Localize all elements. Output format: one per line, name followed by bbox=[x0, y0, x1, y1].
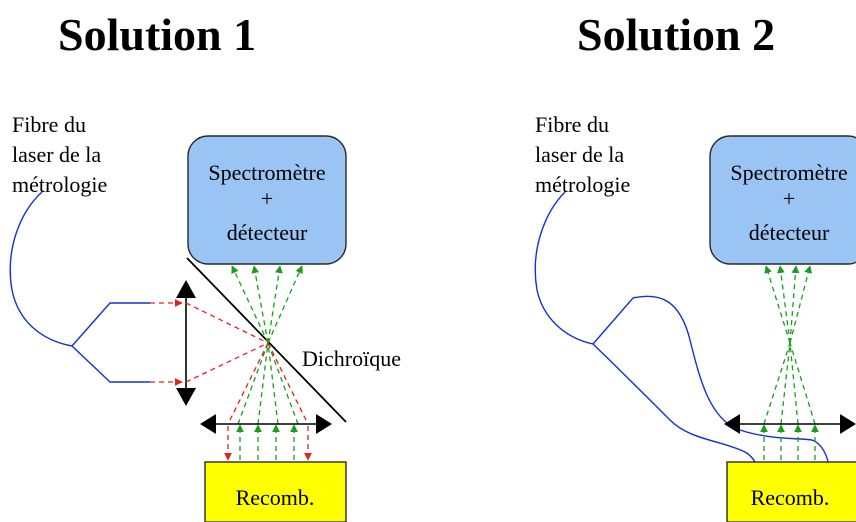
solution-2-title: Solution 2 bbox=[577, 9, 775, 60]
solution-2-fibre-label-line1: Fibre du bbox=[535, 112, 609, 137]
dichroic-label: Dichroïque bbox=[302, 346, 401, 371]
solution-1-spectrometer-label-line1: Spectromètre bbox=[208, 160, 325, 185]
solution-2-panel: Solution 2 Fibre du laser de la métrolog… bbox=[534, 9, 856, 522]
solution-2-spectrometer-box bbox=[709, 135, 856, 265]
solution-1-fibre-branch-bottom bbox=[71, 345, 150, 383]
solution-2-fibre-label-line3: métrologie bbox=[535, 172, 630, 197]
solution-1-recomb-label: Recomb. bbox=[236, 485, 315, 510]
solution-1-fibre-branch-top bbox=[71, 302, 150, 347]
solution-1-spectrometer-label-line2: + bbox=[261, 186, 273, 211]
solution-1-vertical-lens bbox=[176, 280, 196, 406]
solution-2-green-beams-from-recomb bbox=[760, 424, 819, 460]
solution-1-horizontal-lens bbox=[200, 414, 332, 434]
solution-2-fibre-branch-bottom bbox=[592, 343, 756, 463]
solution-2-spectrometer-label-line2: + bbox=[783, 186, 795, 211]
solution-1-red-beam-down-right bbox=[267, 342, 309, 425]
solution-2-recomb-label: Recomb. bbox=[751, 485, 830, 510]
solution-1-fibre-label-line2: laser de la bbox=[12, 142, 101, 167]
solution-1-red-beam-down-left bbox=[227, 342, 269, 425]
solution-1-fibre-label-line3: métrologie bbox=[12, 172, 107, 197]
solution-2-horizontal-lens bbox=[724, 414, 856, 434]
solution-1-green-beams-lower bbox=[237, 342, 299, 425]
solution-2-green-beams-lower bbox=[763, 342, 816, 425]
solution-1-spectrometer-label-line3: détecteur bbox=[227, 220, 308, 245]
solution-2-recomb-box bbox=[726, 461, 856, 522]
solution-1-title: Solution 1 bbox=[58, 9, 256, 60]
solution-1-red-beam-converge-top bbox=[185, 302, 269, 344]
solution-2-fibre bbox=[534, 191, 594, 345]
solution-2-spectrometer-label-line1: Spectromètre bbox=[730, 160, 847, 185]
solution-2-fibre-label-line2: laser de la bbox=[535, 142, 624, 167]
solution-1-fibre-label-line1: Fibre du bbox=[12, 112, 86, 137]
solution-1-red-beam-converge-bottom bbox=[185, 342, 269, 383]
solution-1-recomb-box bbox=[204, 461, 347, 522]
solution-1-fibre bbox=[9, 191, 73, 347]
solution-1-green-beams-up bbox=[231, 265, 303, 344]
solution-1-green-beams-from-recomb bbox=[236, 424, 298, 460]
solution-2-spectrometer-label-line3: détecteur bbox=[749, 220, 830, 245]
solution-2-green-beams-upper bbox=[764, 265, 813, 344]
solution-1-spectrometer-box bbox=[187, 135, 347, 265]
solution-1-panel: Solution 1 Fibre du laser de la métrolog… bbox=[9, 9, 401, 522]
